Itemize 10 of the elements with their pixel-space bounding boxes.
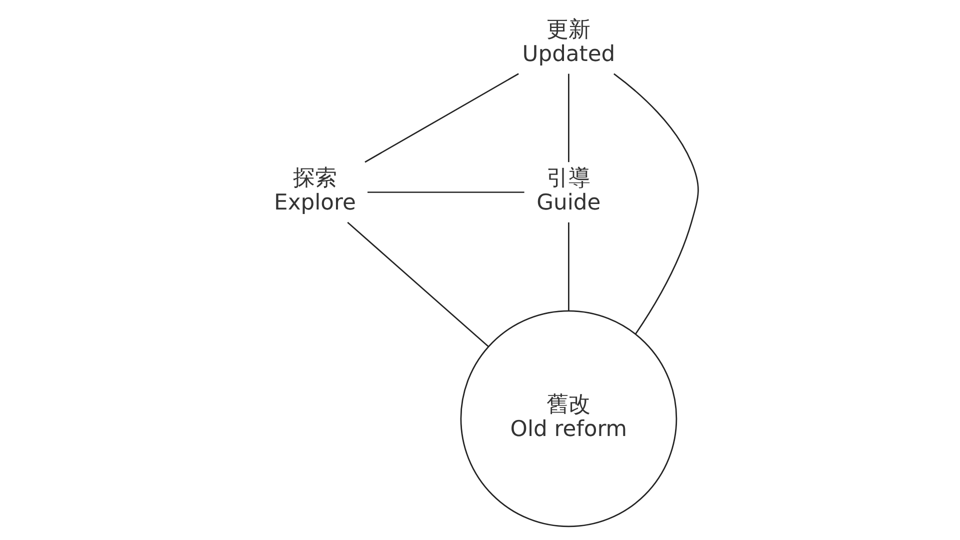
connector (568, 74, 569, 162)
connector (613, 73, 698, 334)
connector (346, 222, 488, 347)
connector (568, 222, 569, 311)
node-text: 更新 Updated (522, 17, 615, 68)
node-text: 探索 Explore (274, 166, 356, 216)
node-circle: 舊改 Old reform (460, 310, 677, 528)
connector (364, 73, 518, 163)
node-text: 引導 Guide (536, 166, 600, 216)
connector (367, 192, 524, 193)
